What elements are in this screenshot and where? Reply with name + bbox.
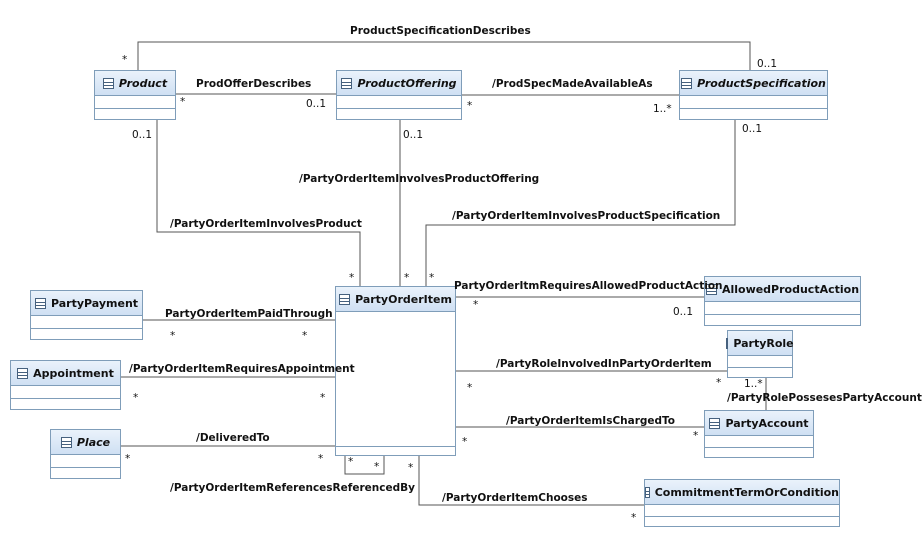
- assoc-label-offer-describes: ProdOfferDescribes: [196, 78, 312, 90]
- mult-chooses-commitment: *: [631, 512, 637, 524]
- class-name: Place: [76, 435, 111, 449]
- mult-action-poi: *: [473, 299, 479, 311]
- mult-payment-right: *: [302, 330, 308, 342]
- line-involves-spec: [425, 120, 736, 286]
- class-party-account[interactable]: PartyAccount: [704, 410, 814, 458]
- class-allowed-product-action[interactable]: AllowedProductAction: [704, 276, 861, 326]
- line-product-spec-describes: [137, 41, 751, 70]
- assoc-label-chooses: /PartyOrderItemChooses: [442, 492, 588, 504]
- mult-appointment-right: *: [320, 392, 326, 404]
- class-name: Appointment: [33, 366, 114, 380]
- mult-payment-left: *: [170, 330, 176, 342]
- class-icon: [705, 283, 717, 295]
- mult-spec-zero-one: 0..1: [742, 123, 763, 135]
- class-product[interactable]: Product: [94, 70, 176, 120]
- mult-poi-product: *: [349, 272, 355, 284]
- class-appointment[interactable]: Appointment: [10, 360, 121, 410]
- assoc-label-role-involved: /PartyRoleInvolvedInPartyOrderItem: [496, 358, 712, 370]
- mult-spec-describes-product: *: [122, 54, 128, 66]
- class-icon: [102, 77, 114, 89]
- mult-poi-offering: *: [404, 272, 410, 284]
- class-name: PartyAccount: [725, 416, 809, 430]
- assoc-label-references: /PartyOrderItemReferencesReferencedBy: [170, 482, 415, 494]
- assoc-label-paid-through: PartyOrderItemPaidThrough: [165, 308, 333, 320]
- mult-action-zero-one: 0..1: [673, 306, 694, 318]
- assoc-label-spec-describes: ProductSpecificationDescribes: [350, 25, 531, 37]
- mult-product-zero-one: 0..1: [132, 129, 153, 141]
- mult-role-account-one-many: 1..*: [744, 378, 763, 390]
- mult-offer-describes-product: *: [180, 96, 186, 108]
- assoc-label-delivered-to: /DeliveredTo: [196, 432, 270, 444]
- mult-appointment-left: *: [133, 392, 139, 404]
- mult-charged-poi: *: [462, 436, 468, 448]
- mult-made-available-spec: 1..*: [653, 103, 672, 115]
- line-chooses: [418, 456, 644, 506]
- mult-chooses-poi: *: [408, 462, 414, 474]
- class-icon: [709, 417, 721, 429]
- line-self-reference: [344, 456, 385, 475]
- class-icon: [17, 367, 29, 379]
- class-place[interactable]: Place: [50, 429, 121, 479]
- assoc-label-made-available: /ProdSpecMadeAvailableAs: [492, 78, 653, 90]
- class-product-offering[interactable]: ProductOffering: [336, 70, 462, 120]
- assoc-label-involves-spec: /PartyOrderItemInvolvesProductSpecificat…: [452, 210, 721, 222]
- assoc-label-requires-appointment: /PartyOrderItemRequiresAppointment: [129, 363, 355, 375]
- assoc-label-involves-offering: /PartyOrderItemInvolvesProductOffering: [299, 173, 540, 185]
- mult-spec-describes-spec: 0..1: [757, 58, 778, 70]
- class-name: ProductSpecification: [697, 76, 826, 90]
- mult-made-available-offering: *: [467, 100, 473, 112]
- class-icon: [341, 77, 353, 89]
- class-icon: [34, 297, 46, 309]
- class-name: CommitmentTermOrCondition: [654, 485, 839, 499]
- mult-self-right: *: [374, 461, 380, 473]
- class-commitment-term-or-condition[interactable]: CommitmentTermOrCondition: [644, 479, 840, 527]
- class-party-order-item[interactable]: PartyOrderItem: [335, 286, 456, 456]
- class-icon: [726, 337, 729, 349]
- class-name: PartyOrderItem: [355, 292, 452, 306]
- mult-role-role: *: [716, 377, 722, 389]
- mult-offer-describes-offering: 0..1: [306, 98, 327, 110]
- class-name: PartyRole: [733, 336, 794, 350]
- class-name: PartyPayment: [50, 296, 139, 310]
- line-involves-product: [156, 120, 361, 286]
- assoc-label-requires-action: PartyOrderItmRequiresAllowedProductActio…: [454, 280, 723, 292]
- class-name: AllowedProductAction: [721, 282, 860, 296]
- mult-offering-zero-one: 0..1: [403, 129, 424, 141]
- class-party-payment[interactable]: PartyPayment: [30, 290, 143, 340]
- class-icon: [60, 436, 72, 448]
- class-name: ProductOffering: [357, 76, 457, 90]
- mult-self-left: *: [348, 456, 354, 468]
- mult-place-left: *: [125, 453, 131, 465]
- mult-role-poi: *: [467, 382, 473, 394]
- mult-place-right: *: [318, 453, 324, 465]
- mult-charged-account: *: [693, 430, 699, 442]
- class-icon: [681, 77, 693, 89]
- assoc-label-role-posseses-account: /PartyRolePossesesPartyAccount: [727, 392, 922, 404]
- assoc-label-involves-product: /PartyOrderItemInvolvesProduct: [170, 218, 362, 230]
- assoc-label-charged-to: /PartyOrderItemIsChargedTo: [506, 415, 676, 427]
- class-icon: [339, 293, 351, 305]
- class-product-specification[interactable]: ProductSpecification: [679, 70, 828, 120]
- mult-poi-spec: *: [429, 272, 435, 284]
- class-party-role[interactable]: PartyRole: [726, 330, 794, 378]
- class-name: Product: [118, 76, 168, 90]
- class-icon: [645, 486, 650, 498]
